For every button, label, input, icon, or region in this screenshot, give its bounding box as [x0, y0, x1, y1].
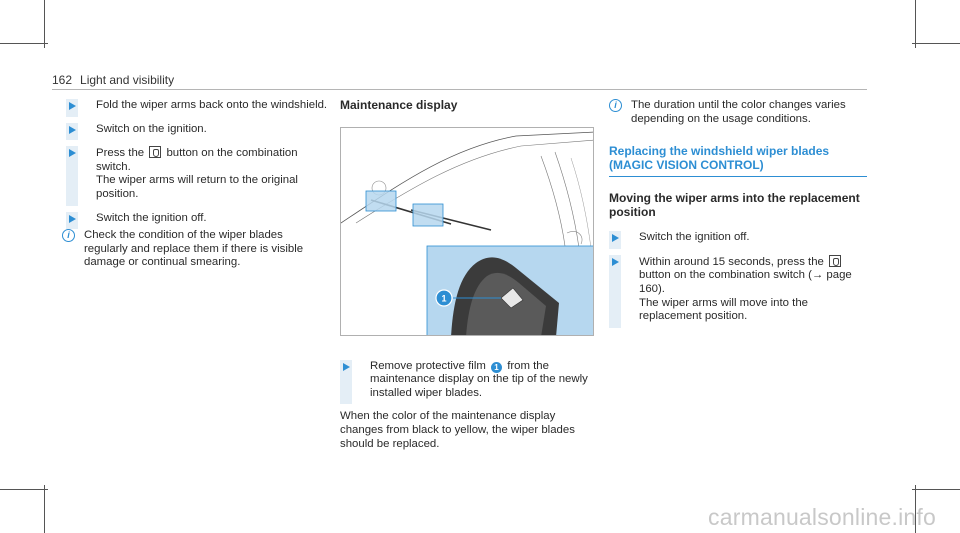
wiper-button-icon [829, 254, 842, 267]
wiper-button-icon [149, 146, 162, 159]
watermark: carmanualsonline.info [708, 504, 936, 530]
step-arrow-icon [69, 149, 76, 158]
info-icon: i [609, 99, 622, 112]
step-arrow-icon [69, 214, 76, 223]
crop-mark [44, 0, 45, 48]
step-arrow-icon [612, 257, 619, 266]
column-left: Fold the wiper arms back onto the windsh… [62, 99, 328, 280]
crop-mark [915, 0, 916, 48]
info-note: i The duration until the color changes v… [609, 99, 867, 126]
info-note: i Check the condition of the wiper blade… [62, 229, 328, 270]
page-number: 162 [52, 73, 73, 87]
info-icon: i [62, 229, 75, 243]
callout-badge: 1 [491, 361, 503, 373]
crop-mark [912, 43, 960, 44]
section-title: Light and visibility [80, 73, 175, 87]
instruction-step: Switch the ignition off. [609, 231, 867, 249]
column-right: i The duration until the color changes v… [609, 99, 867, 334]
instruction-step: Within around 15 seconds, press the butt… [609, 254, 867, 328]
step-arrow-icon [69, 125, 76, 134]
crop-mark [912, 489, 960, 490]
column-middle: Maintenance display 1 [340, 98, 598, 451]
crop-mark [0, 43, 48, 44]
wiper-illustration: 1 [340, 126, 594, 336]
windshield-wiper-drawing: 1 [341, 131, 593, 335]
page-reference-link[interactable]: button on the combination switch (→ page… [639, 269, 852, 295]
instruction-step: Remove protective film 1 from the mainte… [340, 359, 598, 405]
instruction-step: Switch on the ignition. [66, 122, 328, 141]
step-arrow-icon [343, 362, 350, 371]
step-arrow-icon [69, 102, 76, 110]
header-rule [52, 89, 867, 90]
crop-mark [915, 485, 916, 533]
step-arrow-icon [612, 234, 619, 243]
instruction-step: Switch the ignition off. [66, 211, 328, 230]
crop-mark [0, 489, 48, 490]
callout-number: 1 [441, 293, 446, 303]
page-header: 162 Light and visibility [52, 73, 174, 87]
crop-mark [44, 485, 45, 533]
body-paragraph: When the color of the maintenance displa… [340, 410, 575, 450]
instruction-step: Press the button on the combination swit… [66, 146, 328, 206]
section-heading: Replacing the windshield wiper blades (M… [609, 144, 867, 178]
section-heading: Maintenance display [340, 98, 458, 112]
instruction-step: Fold the wiper arms back onto the windsh… [66, 99, 328, 117]
subsection-heading: Moving the wiper arms into the replaceme… [609, 191, 860, 220]
